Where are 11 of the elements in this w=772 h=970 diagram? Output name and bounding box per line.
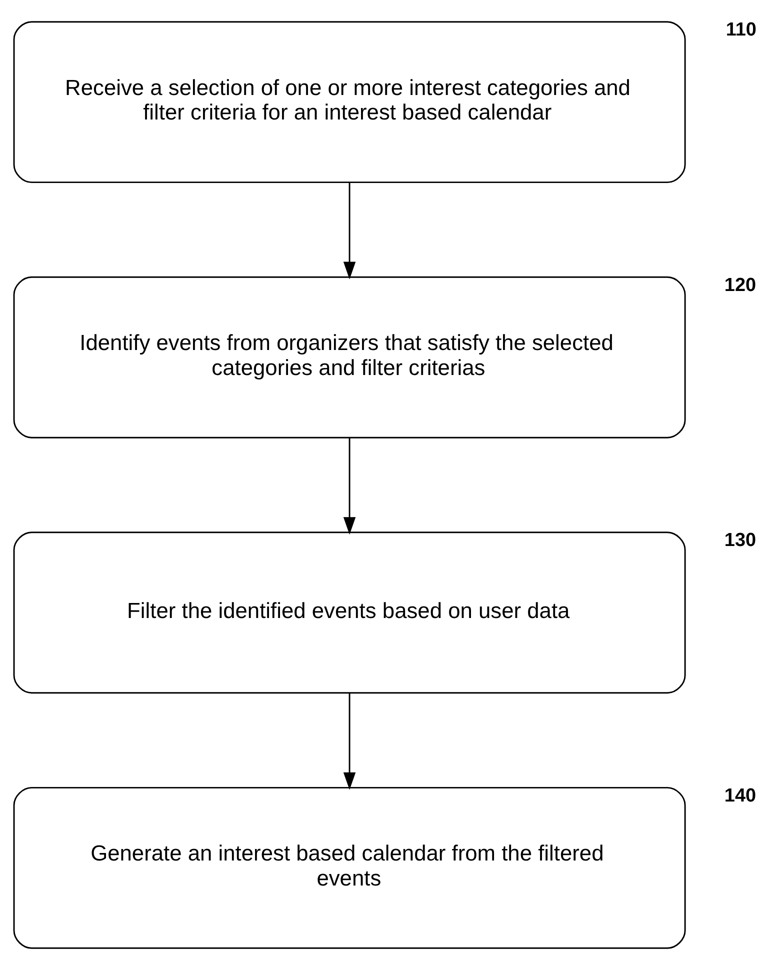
node-label: 130 [724,530,756,552]
node-label: 140 [724,785,756,806]
node-box: Receive a selection of one or more interest categories and filter criteria for an interest based calendar [13,21,686,184]
arrow [343,692,356,790]
node-box: Filter the identified events based on user data [13,532,686,694]
node-box: Identify events from organizers that satisfy the selected categories and filter criterias [13,276,686,438]
node-box: Generate an interest based calendar from the filtered events [13,786,686,949]
node-label: 120 [724,274,756,296]
arrow [343,438,356,535]
node-label: 110 [726,20,756,41]
arrow [343,182,356,280]
